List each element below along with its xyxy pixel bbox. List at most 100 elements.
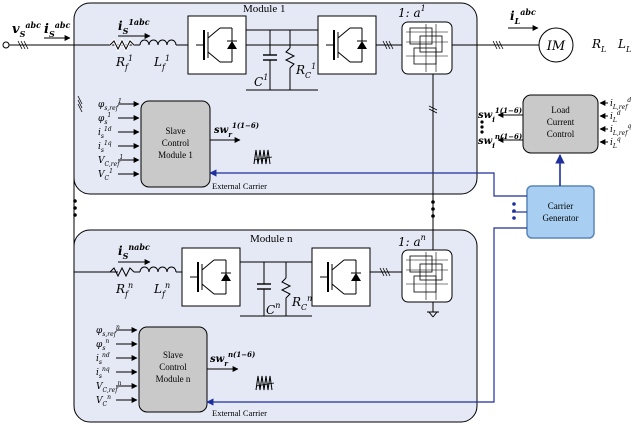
modulen-dc-resistor — [280, 277, 292, 299]
module1-carrier-label: External Carrier — [212, 181, 267, 191]
control-input-label: VC,ref1 — [98, 154, 123, 168]
load-swn-label: sw — [478, 136, 493, 147]
svg-text:iS1abc: iS1abc — [118, 17, 150, 36]
control-input-label: φs,refn — [96, 324, 120, 338]
module1-filter-inductor — [139, 39, 177, 46]
modulen-current-label: i — [118, 244, 123, 258]
svg-text:iSabc: iSabc — [44, 20, 71, 39]
modulen-title: Module n — [250, 233, 293, 245]
svg-text:iLabc: iLabc — [510, 7, 536, 26]
control-input-label: iL,refq — [610, 123, 631, 137]
load-control-block — [522, 94, 599, 154]
svg-text:1: an: 1: an — [398, 233, 426, 249]
modulen-filter-resistor — [109, 266, 135, 278]
load-control-line3: Control — [547, 129, 575, 139]
module1-control-block — [140, 100, 211, 188]
module1-transformer — [401, 21, 453, 75]
source-voltage-label: v — [12, 22, 20, 37]
module-ellipsis-right — [431, 200, 435, 218]
source-current-label: i — [44, 22, 49, 37]
module1-inverter — [317, 15, 377, 75]
modulen-filter-inductor — [139, 266, 177, 273]
modulen-control-line3: Module n — [156, 374, 191, 384]
control-input-label: φs1 — [98, 112, 111, 126]
motor-label: IM — [546, 39, 566, 54]
modulen-inverter — [311, 247, 371, 307]
modulen-lf-label: L — [153, 282, 162, 296]
control-input-label: VC1 — [98, 168, 113, 182]
svg-text:RL: RL — [591, 37, 606, 54]
load-rl-label: R — [591, 37, 601, 51]
load-sw-ellipsis — [480, 120, 484, 134]
control-input-label: φs,ref1 — [98, 98, 122, 112]
control-input-label: φsn — [96, 338, 109, 352]
module1-rectifier — [187, 15, 247, 75]
control-input-label: is1d — [98, 126, 112, 140]
module1-lf-label: L — [153, 55, 162, 69]
load-ll-label: L — [617, 37, 626, 51]
control-input-label: isnq — [96, 366, 110, 380]
modulen-sw-label: sw — [210, 354, 225, 365]
module1-control-line2: Control — [162, 138, 190, 148]
control-input-label: isnd — [96, 352, 110, 366]
svg-text:Cn: Cn — [266, 301, 280, 317]
svg-text:swr1(1−6): swr1(1−6) — [214, 121, 259, 139]
module1-rf-label: R — [115, 55, 125, 69]
load-control-line1: Load — [551, 105, 570, 115]
module1-ratio: 1: a — [398, 6, 421, 20]
module1-dc-resistor — [284, 47, 296, 69]
svg-text:swi1(1−6): swi1(1−6) — [478, 106, 522, 124]
control-input-label: iLq — [610, 136, 621, 150]
svg-text:LL: LL — [617, 37, 631, 54]
module1-current-label: i — [118, 19, 123, 33]
svg-text:iSnabc: iSnabc — [118, 242, 150, 261]
svg-text:swrn(1−6): swrn(1−6) — [210, 350, 255, 368]
module1-rc-label: R — [295, 63, 305, 77]
modulen-cap-label: C — [266, 303, 275, 317]
carrier-generator-line2: Generator — [543, 213, 579, 223]
modulen-ratio: 1: a — [398, 235, 421, 249]
module1-carrier-wave — [253, 149, 271, 165]
control-input-label: is1q — [98, 140, 112, 154]
module1-control-line1: Slave — [166, 126, 186, 136]
carrier-ellipsis — [512, 202, 516, 220]
carrier-to-modulen — [206, 227, 527, 406]
module1-control-line3: Module 1 — [158, 150, 193, 160]
carrier-generator-block — [526, 185, 595, 239]
svg-text:C1: C1 — [254, 73, 268, 89]
svg-text:Rfn: Rfn — [115, 281, 133, 299]
svg-text:1: a1: 1: a1 — [398, 4, 426, 20]
induction-motor — [538, 27, 574, 63]
modulen-transformer — [401, 249, 453, 303]
carrier-generator-line1: Carrier — [548, 201, 573, 211]
modulen-carrier-wave — [255, 375, 273, 391]
svg-text:RC1: RC1 — [295, 62, 316, 80]
svg-text:Lf1: Lf1 — [153, 54, 170, 72]
svg-text:vSabc: vSabc — [12, 20, 41, 39]
control-input-label: iL,refd — [610, 97, 631, 111]
module-ellipsis-left — [73, 199, 77, 217]
svg-text:Lfn: Lfn — [153, 281, 170, 299]
ground-icon — [427, 311, 439, 318]
load-sw1-label: sw — [478, 110, 493, 121]
svg-text:swin(1−6): swin(1−6) — [478, 132, 522, 150]
load-control-line2: Current — [547, 117, 575, 127]
control-input-label: iLd — [610, 110, 621, 124]
module1-cap-label: C — [254, 75, 263, 89]
carrier-to-module1 — [209, 169, 527, 197]
modulen-rc-label: R — [291, 295, 301, 309]
modulen-carrier-label: External Carrier — [212, 408, 267, 418]
control-input-label: VC,refn — [96, 380, 121, 394]
modulen-control-line2: Control — [159, 362, 187, 372]
module1-title: Module 1 — [243, 3, 285, 15]
modulen-rf-label: R — [115, 282, 125, 296]
modulen-control-line1: Slave — [163, 350, 183, 360]
control-input-label: VCn — [96, 394, 111, 408]
load-current-label: i — [510, 9, 515, 23]
module1-sw-label: sw — [214, 125, 229, 136]
svg-text:Rf1: Rf1 — [115, 54, 133, 72]
